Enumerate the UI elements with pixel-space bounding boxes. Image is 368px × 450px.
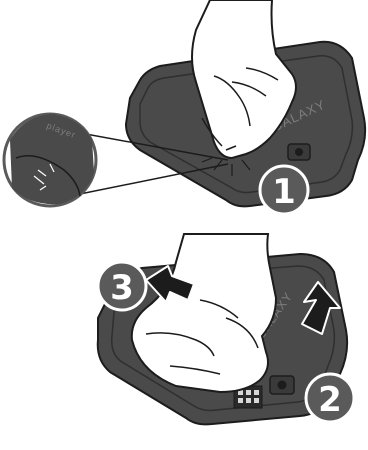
hand-icon	[132, 234, 276, 392]
step-2-badge-icon: 2	[306, 374, 354, 422]
step-1-number: 1	[272, 172, 296, 212]
step-3-number: 3	[110, 268, 134, 308]
camera-lens-icon	[288, 144, 310, 160]
step-2-number: 2	[318, 380, 342, 420]
camera-lens-icon	[270, 376, 294, 394]
step-3-badge-icon: 3	[98, 262, 146, 310]
step-1-badge-icon: 1	[260, 166, 308, 214]
